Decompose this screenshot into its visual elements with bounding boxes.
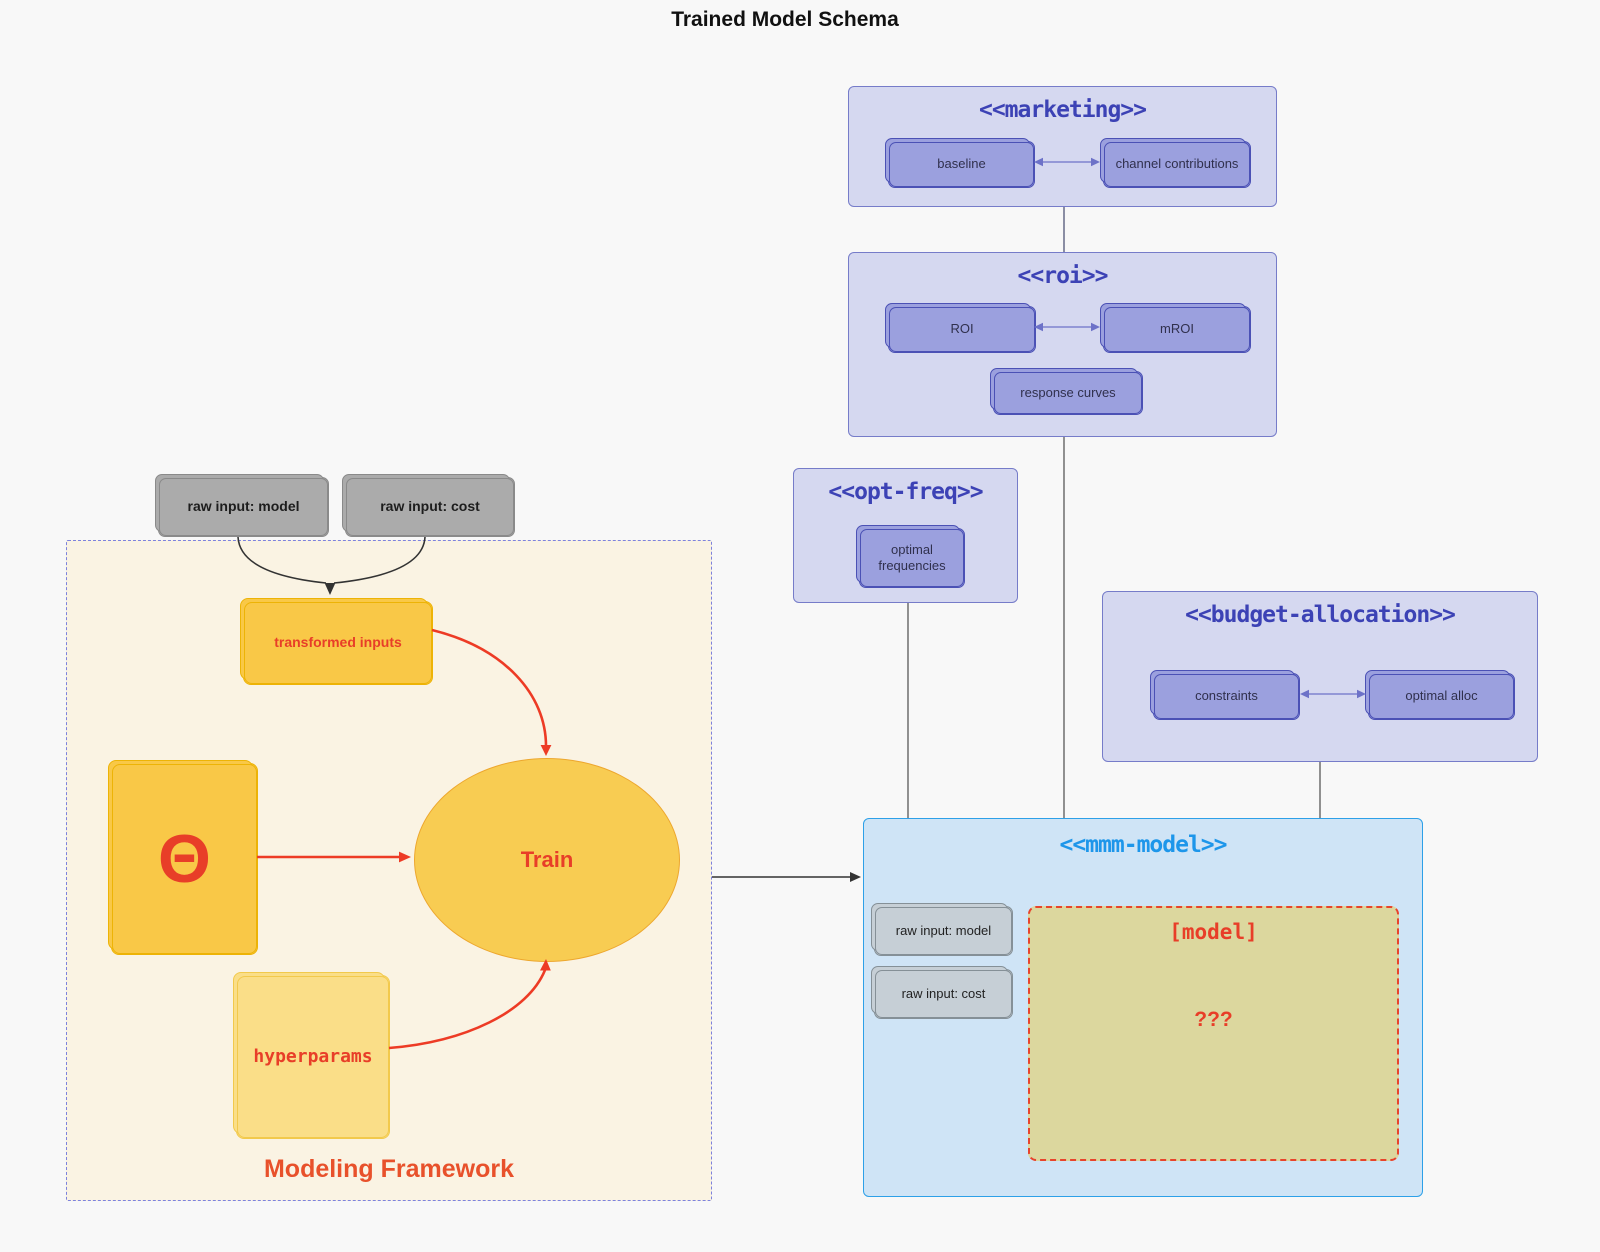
roi-title: <<roi>> xyxy=(1017,263,1109,289)
node-optimal-frequencies-label: optimal frequencies xyxy=(878,541,946,573)
node-transformed-inputs: transformed inputs xyxy=(243,601,433,685)
node-baseline: baseline xyxy=(888,141,1035,188)
node-optimal-alloc: optimal alloc xyxy=(1368,673,1515,720)
group-budget-allocation: <<budget-allocation>> constraints optima… xyxy=(1102,591,1538,762)
modeling-framework-label: Modeling Framework xyxy=(263,1155,515,1183)
node-transformed-inputs-label: transformed inputs xyxy=(274,634,402,651)
node-hyperparams: hyperparams xyxy=(236,975,390,1139)
node-mmm-raw-input-model: raw input: model xyxy=(874,906,1013,956)
node-model-placeholder-box: [model] ??? xyxy=(1028,906,1399,1161)
arrowhead-framework-mmm xyxy=(850,872,861,882)
node-constraints-label: constraints xyxy=(1195,688,1258,704)
model-unknown-label: ??? xyxy=(1194,1008,1233,1031)
node-hyperparams-label: hyperparams xyxy=(253,1045,373,1067)
group-opt-freq: <<opt-freq>> optimal frequencies xyxy=(793,468,1018,603)
node-raw-input-model: raw input: model xyxy=(158,477,329,537)
node-raw-input-cost: raw input: cost xyxy=(345,477,515,537)
node-channel-contributions: channel contributions xyxy=(1103,141,1251,188)
node-mroi: mROI xyxy=(1103,306,1251,353)
marketing-title: <<marketing>> xyxy=(978,97,1147,123)
node-roi: ROI xyxy=(888,306,1036,353)
node-constraints: constraints xyxy=(1153,673,1300,720)
opt-freq-title: <<opt-freq>> xyxy=(828,479,983,505)
node-response-curves-label: response curves xyxy=(1020,384,1116,400)
node-optimal-alloc-label: optimal alloc xyxy=(1405,688,1478,704)
node-mmm-raw-input-cost: raw input: cost xyxy=(874,969,1013,1019)
group-modeling-framework: Modeling Framework transformed inputs Θ … xyxy=(66,540,712,1201)
node-raw-input-model-label: raw input: model xyxy=(187,498,300,515)
diagram-title: Trained Model Schema xyxy=(671,8,899,31)
group-roi: <<roi>> ROI mROI response curves xyxy=(848,252,1277,437)
model-placeholder-label: [model] xyxy=(1169,920,1258,944)
node-train-ellipse: Train xyxy=(414,758,680,962)
node-mroi-label: mROI xyxy=(1160,321,1194,337)
node-optimal-frequencies: optimal frequencies xyxy=(859,528,965,588)
group-marketing: <<marketing>> baseline channel contribut… xyxy=(848,86,1277,207)
node-mmm-raw-input-model-label: raw input: model xyxy=(895,922,992,938)
node-theta-label: Θ xyxy=(158,821,211,897)
node-train-label: Train xyxy=(520,847,574,872)
node-response-curves: response curves xyxy=(993,371,1143,415)
node-theta: Θ xyxy=(111,763,258,955)
node-mmm-raw-input-cost-label: raw input: cost xyxy=(901,985,986,1001)
node-raw-input-cost-label: raw input: cost xyxy=(380,498,480,515)
budget-allocation-title: <<budget-allocation>> xyxy=(1185,602,1456,628)
node-channel-contributions-label: channel contributions xyxy=(1115,156,1239,172)
node-baseline-label: baseline xyxy=(937,156,986,172)
group-mmm-model: <<mmm-model>> raw input: model raw input… xyxy=(863,818,1423,1197)
mmm-model-title: <<mmm-model>> xyxy=(1059,832,1227,858)
node-roi-label: ROI xyxy=(950,321,974,337)
